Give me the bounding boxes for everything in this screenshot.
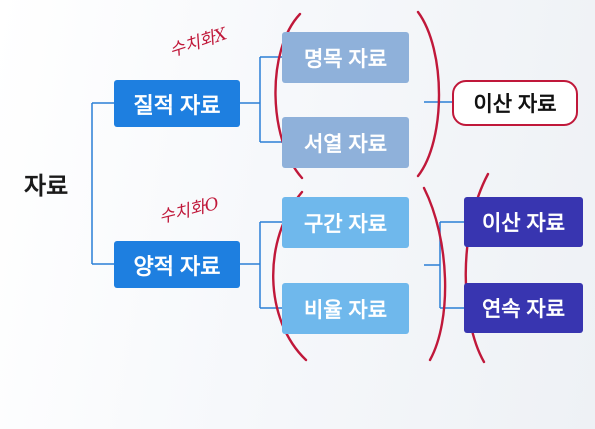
ratio-data-box: 비율 자료 [282, 283, 409, 334]
root-label: 자료 [24, 173, 69, 200]
quantitative-data-box: 양적 자료 [114, 241, 240, 288]
results-left-bracket [464, 172, 490, 364]
qualitative-discrete-box: 이산 자료 [452, 80, 578, 126]
nominal-data-box: 명목 자료 [282, 32, 409, 83]
discrete-data-box: 이산 자료 [464, 197, 583, 247]
qualitative-data-box: 질적 자료 [114, 80, 240, 127]
quantitative-right-bracket [422, 186, 447, 362]
ordinal-data-box: 서열 자료 [282, 117, 409, 168]
continuous-data-box: 연속 자료 [464, 283, 583, 333]
qualitative-right-bracket [416, 10, 441, 178]
interval-data-box: 구간 자료 [282, 197, 409, 248]
